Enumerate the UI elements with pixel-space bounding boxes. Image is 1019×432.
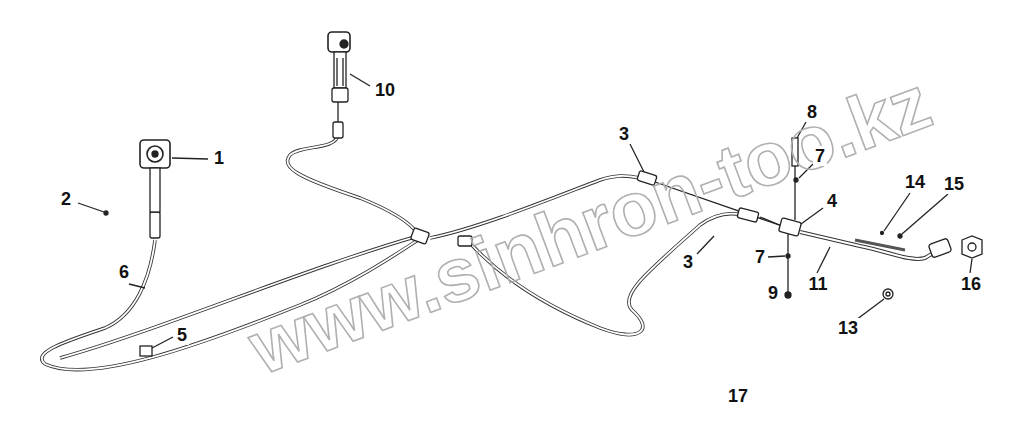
callout-number: 3 — [681, 252, 695, 272]
callout-number: 16 — [959, 274, 983, 294]
callout-number: 17 — [726, 386, 750, 406]
callout-number: 7 — [813, 146, 827, 166]
callout-number: 11 — [806, 274, 829, 294]
callout-number: 8 — [805, 102, 819, 122]
callout-number: 14 — [903, 172, 927, 192]
callout-number: 3 — [617, 124, 631, 144]
callout-number: 10 — [373, 80, 397, 100]
callout-number: 9 — [766, 283, 780, 303]
watermark: www.sinhron-too.kz — [240, 63, 940, 386]
callout-number: 1 — [212, 148, 226, 168]
callout-number: 4 — [825, 191, 839, 211]
callout-number: 15 — [942, 174, 966, 194]
callout-number: 5 — [175, 325, 189, 345]
callout-number: 13 — [836, 318, 860, 338]
callout-number: 2 — [59, 189, 73, 209]
callout-number: 6 — [117, 262, 131, 282]
callout-number: 7 — [753, 247, 767, 267]
